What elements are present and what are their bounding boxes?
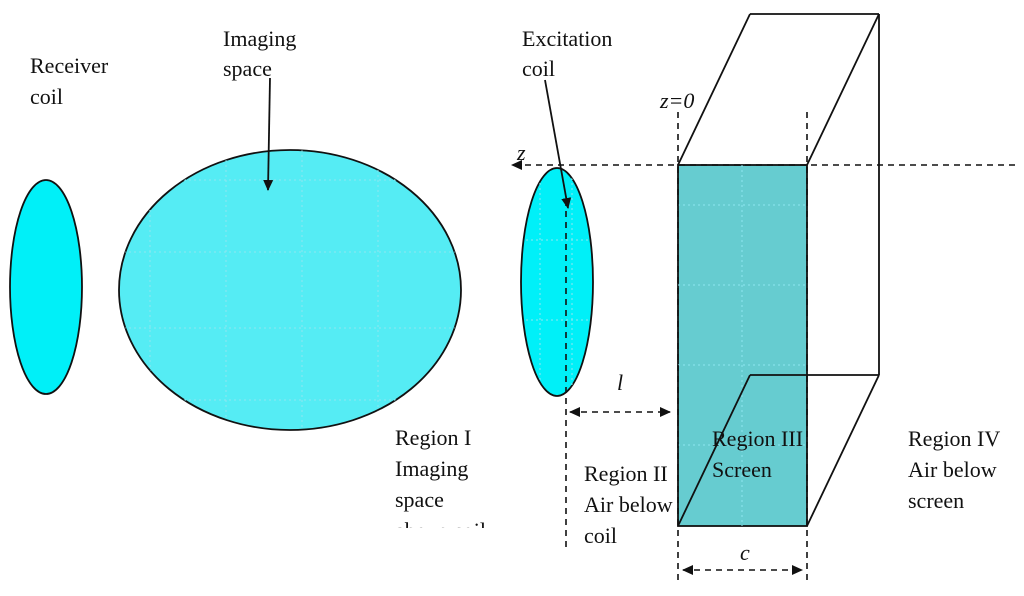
receiver-coil-label-line1: Receiver — [30, 53, 109, 78]
region1-label-line3: space — [395, 487, 444, 512]
region3-label-line2: Screen — [712, 457, 772, 482]
z-axis-label: z — [516, 140, 526, 165]
imaging-space-label-line1: Imaging — [223, 26, 296, 51]
c-dimension-label: c — [740, 540, 750, 565]
region4-label-line1: Region IV — [908, 426, 1000, 451]
excitation-coil-label-line1: Excitation — [522, 26, 612, 51]
z-zero-label: z=0 — [659, 88, 694, 113]
region4-label-line2: Air below — [908, 457, 997, 482]
region2-label-line2: Air below — [584, 492, 673, 517]
region1-label-line2: Imaging — [395, 456, 468, 481]
imaging-space-label-line2: space — [223, 56, 272, 81]
screen-box-wireframe — [677, 13, 880, 527]
screen-grid — [678, 165, 807, 526]
region2-label-line3: coil — [584, 523, 617, 548]
imaging-space-ellipse — [118, 149, 462, 431]
region4-label-line3: screen — [908, 488, 964, 513]
excitation-coil-grid — [521, 168, 593, 396]
excitation-coil-pointer-arrow — [544, 79, 572, 209]
region1-label-line1: Region I — [395, 425, 471, 450]
region3-label-line1: Region III — [712, 426, 803, 451]
text-clip-mask — [380, 528, 510, 558]
imaging-space-pointer-arrow — [263, 77, 274, 191]
imaging-space-grid — [119, 150, 461, 430]
l-dimension-label: l — [617, 370, 623, 395]
receiver-coil-ellipse — [9, 179, 83, 395]
excitation-coil-ellipse — [520, 167, 594, 397]
receiver-coil-label-line2: coil — [30, 84, 63, 109]
region2-label-line1: Region II — [584, 461, 668, 486]
excitation-coil-label-line2: coil — [522, 56, 555, 81]
